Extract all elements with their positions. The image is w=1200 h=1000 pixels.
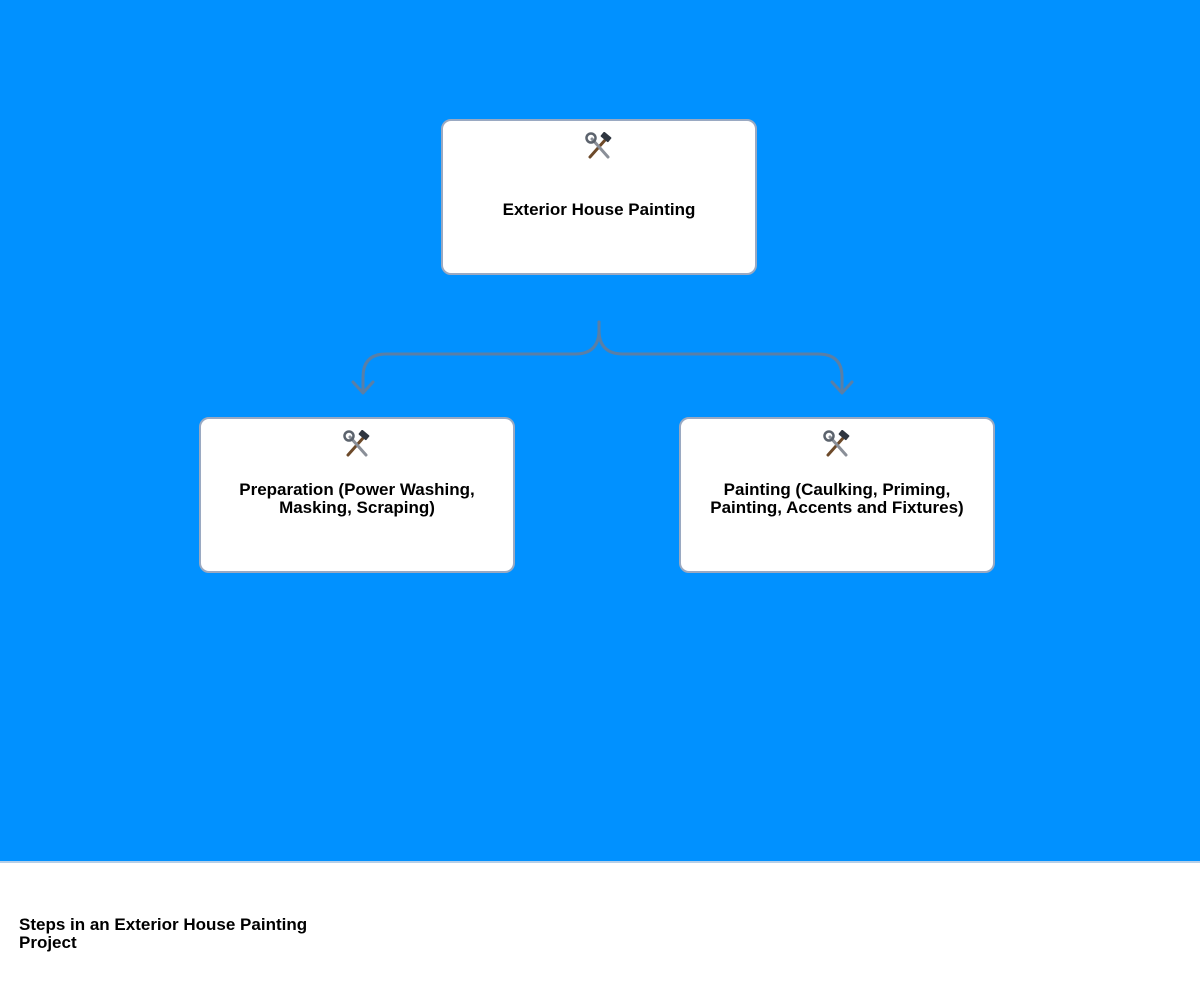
diagram-title: Steps in an Exterior House Painting Proj… (19, 915, 308, 952)
node-label: Exterior House Painting (502, 200, 696, 219)
canvas-divider (0, 861, 1200, 863)
node-painting[interactable]: Painting (Caulking, Priming, Painting, A… (679, 417, 995, 573)
arrowhead-painting (830, 380, 854, 395)
node-preparation[interactable]: Preparation (Power Washing, Masking, Scr… (199, 417, 515, 573)
diagram-canvas: Exterior House Painting Preparation (Pow… (0, 0, 1200, 861)
hammer-and-wrench-icon (681, 427, 993, 463)
connector-to-preparation (361, 320, 601, 394)
hammer-and-wrench-icon (443, 129, 755, 165)
connector-lines (351, 320, 854, 395)
node-label: Preparation (Power Washing, Masking, Scr… (239, 480, 475, 517)
hammer-and-wrench-icon (201, 427, 513, 463)
node-label: Painting (Caulking, Priming, Painting, A… (710, 480, 964, 517)
connector-to-painting (597, 320, 844, 394)
arrowhead-preparation (351, 380, 375, 395)
node-exterior-house-painting[interactable]: Exterior House Painting (441, 119, 757, 275)
